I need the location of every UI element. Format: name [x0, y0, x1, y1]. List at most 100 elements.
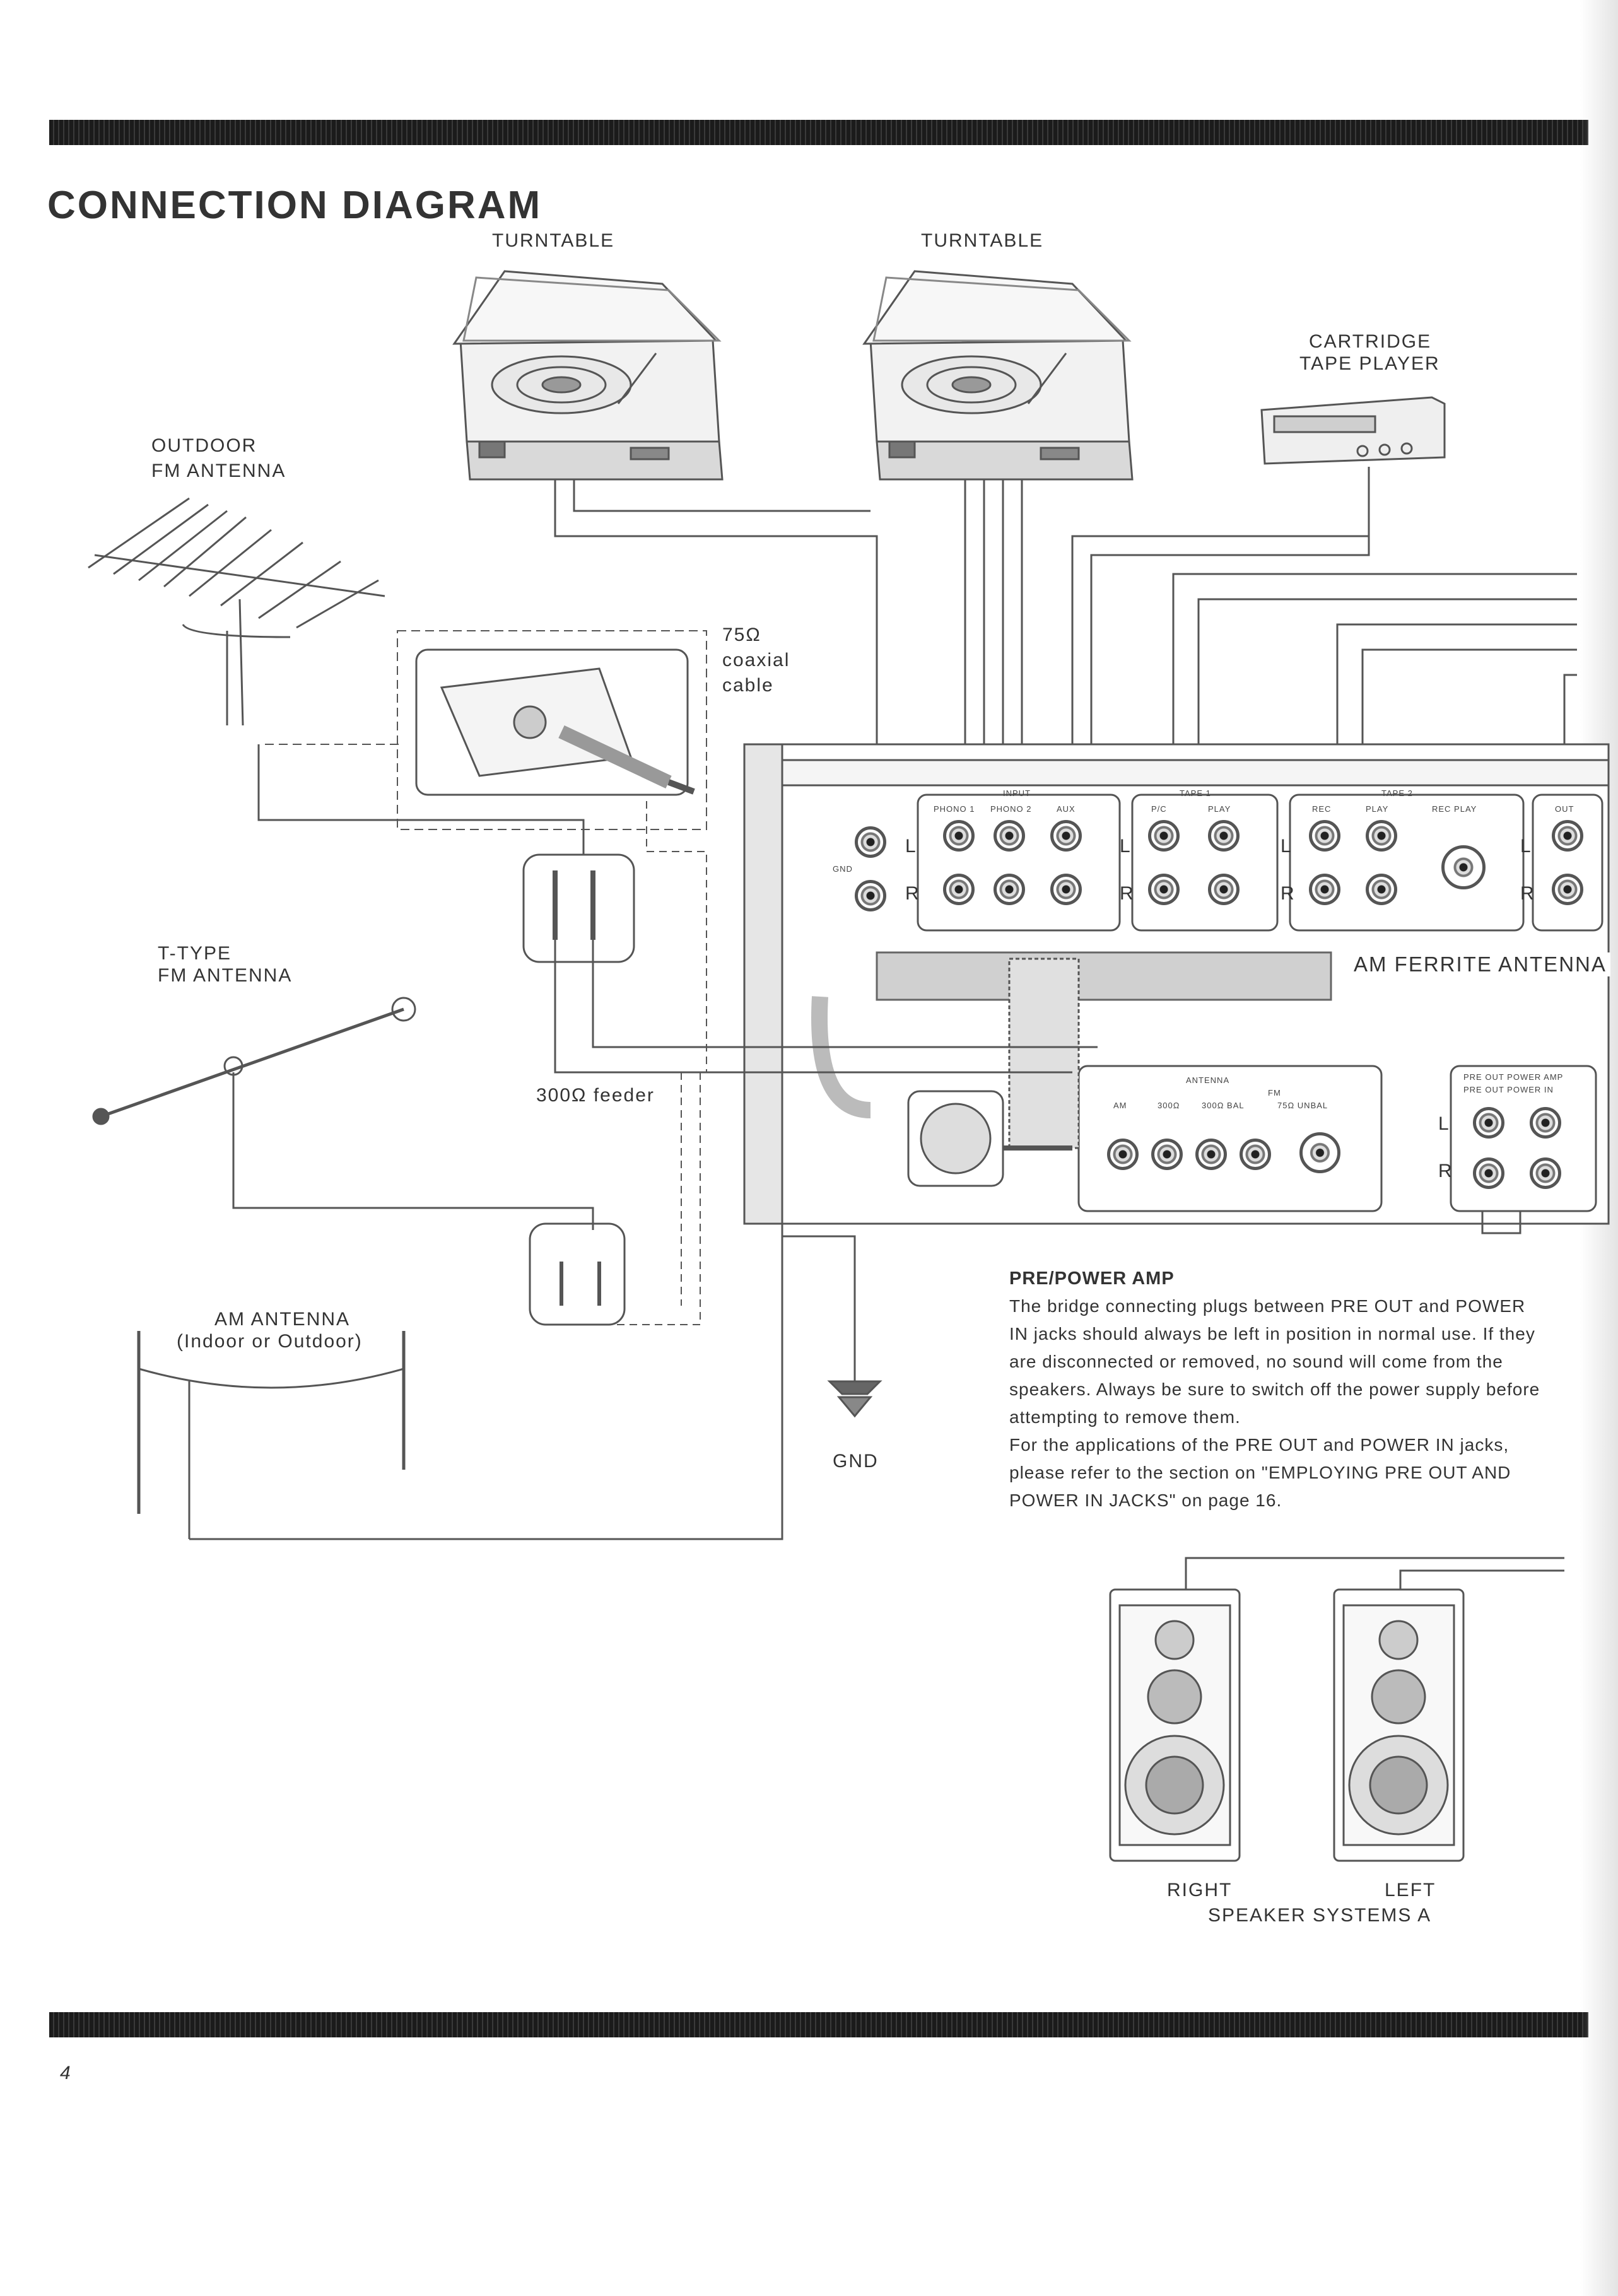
antenna-terminal-am — [1107, 1139, 1139, 1170]
panel-antenna-label: ANTENNA — [1186, 1075, 1230, 1085]
panel-l-3: L — [1281, 836, 1293, 857]
gnd-terminal-top — [855, 826, 886, 858]
panel-300-label: 300Ω — [1158, 1101, 1180, 1110]
phono2-r-jack — [994, 874, 1025, 905]
panel-r-1: R — [905, 883, 920, 904]
aux-l-jack — [1050, 820, 1082, 852]
am-antenna-label-line1: AM ANTENNA — [214, 1309, 351, 1330]
feeder-label: 300Ω feeder — [536, 1085, 655, 1106]
antenna-terminal-75 — [1299, 1132, 1340, 1173]
panel-tape2-label: TAPE 2 — [1381, 788, 1413, 798]
cartridge-tape-player-illustration — [1260, 396, 1446, 465]
speaker-cables — [1185, 1211, 1564, 1590]
am-antenna-illustration — [137, 1224, 783, 1540]
outdoor-fm-antenna-illustration — [88, 497, 385, 726]
receiver-back-panel — [743, 743, 1610, 1225]
bottom-rule — [49, 2012, 1588, 2037]
am-antenna-label-line2: (Indoor or Outdoor) — [177, 1331, 363, 1352]
aux-r-jack — [1050, 874, 1082, 905]
panel-l-1: L — [905, 836, 917, 857]
panel-am-label: AM — [1113, 1101, 1127, 1110]
outdoor-antenna-label-line2: FM ANTENNA — [151, 460, 286, 481]
coaxial-connection-callout — [265, 630, 707, 830]
speaker-left-illustration — [1333, 1588, 1465, 1862]
t-type-fm-antenna-illustration — [92, 744, 1098, 1326]
panel-play2-label: PLAY — [1366, 804, 1389, 814]
panel-phono1-label: PHONO 1 — [934, 804, 975, 814]
turntable-2-label: TURNTABLE — [921, 230, 1044, 251]
turntable-2-illustration — [862, 270, 1134, 481]
page-title: CONNECTION DIAGRAM — [47, 184, 542, 227]
gnd-terminal-bottom — [855, 880, 886, 911]
panel-input-label: INPUT — [1003, 788, 1031, 798]
panel-l-5: L — [1438, 1113, 1450, 1134]
panel-preout-label: PRE OUT POWER AMP — [1463, 1072, 1564, 1082]
speaker-left-label: LEFT — [1385, 1880, 1436, 1901]
power-in-r-jack — [1530, 1157, 1561, 1189]
panel-gnd-label: GND — [833, 864, 853, 874]
cartridge-label-line1: CARTRIDGE — [1309, 331, 1432, 352]
signal-cables — [554, 467, 1577, 839]
note-paragraph-1: The bridge connecting plugs between PRE … — [1009, 1296, 1540, 1427]
tape2-play-r-jack — [1366, 874, 1397, 905]
phono1-l-jack — [943, 820, 975, 852]
note-heading: PRE/POWER AMP — [1009, 1268, 1175, 1289]
out-l-jack — [1552, 820, 1583, 852]
ground-symbol — [781, 1224, 882, 1418]
panel-r-4: R — [1520, 883, 1535, 904]
note-paragraph-2: For the applications of the PRE OUT and … — [1009, 1435, 1511, 1510]
panel-phono2-label: PHONO 2 — [990, 804, 1032, 814]
coax-label-line2: coaxial — [722, 650, 790, 671]
coax-label-line1: 75Ω — [722, 624, 761, 645]
panel-l-2: L — [1120, 836, 1132, 857]
panel-rec-play-label: REC PLAY — [1432, 804, 1477, 814]
tape2-rec-l-jack — [1309, 820, 1340, 852]
pre-out-l-jack — [1473, 1107, 1504, 1139]
panel-r-3: R — [1281, 883, 1296, 904]
tape1-pc-r-jack — [1148, 874, 1180, 905]
power-in-l-jack — [1530, 1107, 1561, 1139]
cartridge-label-line2: TAPE PLAYER — [1299, 353, 1440, 374]
panel-300bal-label: 300Ω BAL — [1202, 1101, 1245, 1110]
ttype-antenna-label-line1: T-TYPE — [158, 943, 232, 964]
panel-fm-label: FM — [1268, 1088, 1281, 1098]
out-r-jack — [1552, 874, 1583, 905]
pre-out-r-jack — [1473, 1157, 1504, 1189]
phono1-r-jack — [943, 874, 975, 905]
turntable-1-illustration — [452, 270, 724, 481]
tape1-pc-l-jack — [1148, 820, 1180, 852]
page-number: 4 — [60, 2063, 72, 2083]
speaker-right-illustration — [1109, 1588, 1241, 1862]
speaker-right-label: RIGHT — [1167, 1880, 1233, 1901]
panel-r-2: R — [1120, 883, 1135, 904]
gnd-label: GND — [833, 1451, 879, 1472]
panel-75-label: 75Ω UNBAL — [1277, 1101, 1328, 1110]
tape2-rec-r-jack — [1309, 874, 1340, 905]
panel-r-5: R — [1438, 1161, 1453, 1181]
panel-play1-label: PLAY — [1208, 804, 1231, 814]
pre-power-amp-note: PRE/POWER AMP The bridge connecting plug… — [1009, 1265, 1545, 1514]
turntable-1-label: TURNTABLE — [492, 230, 615, 251]
panel-tape1-label: TAPE 1 — [1180, 788, 1211, 798]
antenna-terminal-gnd — [1151, 1139, 1183, 1170]
rec-play-din-jack — [1441, 845, 1486, 889]
antenna-terminal-300b — [1240, 1139, 1271, 1170]
panel-powerin-label: PRE OUT POWER IN — [1463, 1085, 1554, 1094]
speaker-systems-label: SPEAKER SYSTEMS A — [1208, 1905, 1432, 1926]
panel-l-4: L — [1520, 836, 1532, 857]
antenna-terminal-300a — [1195, 1139, 1227, 1170]
panel-pc-label: P/C — [1151, 804, 1167, 814]
coax-label-line3: cable — [722, 675, 774, 696]
panel-aux-label: AUX — [1057, 804, 1076, 814]
ttype-antenna-label-line2: FM ANTENNA — [158, 965, 293, 986]
tape2-play-l-jack — [1366, 820, 1397, 852]
am-ferrite-antenna-label: AM FERRITE ANTENNA — [1350, 952, 1610, 976]
top-rule — [49, 120, 1588, 145]
panel-out-label: OUT — [1555, 804, 1574, 814]
tape1-play-l-jack — [1208, 820, 1240, 852]
phono2-l-jack — [994, 820, 1025, 852]
outdoor-antenna-label-line1: OUTDOOR — [151, 435, 257, 456]
tape1-play-r-jack — [1208, 874, 1240, 905]
panel-rec-label: REC — [1312, 804, 1332, 814]
